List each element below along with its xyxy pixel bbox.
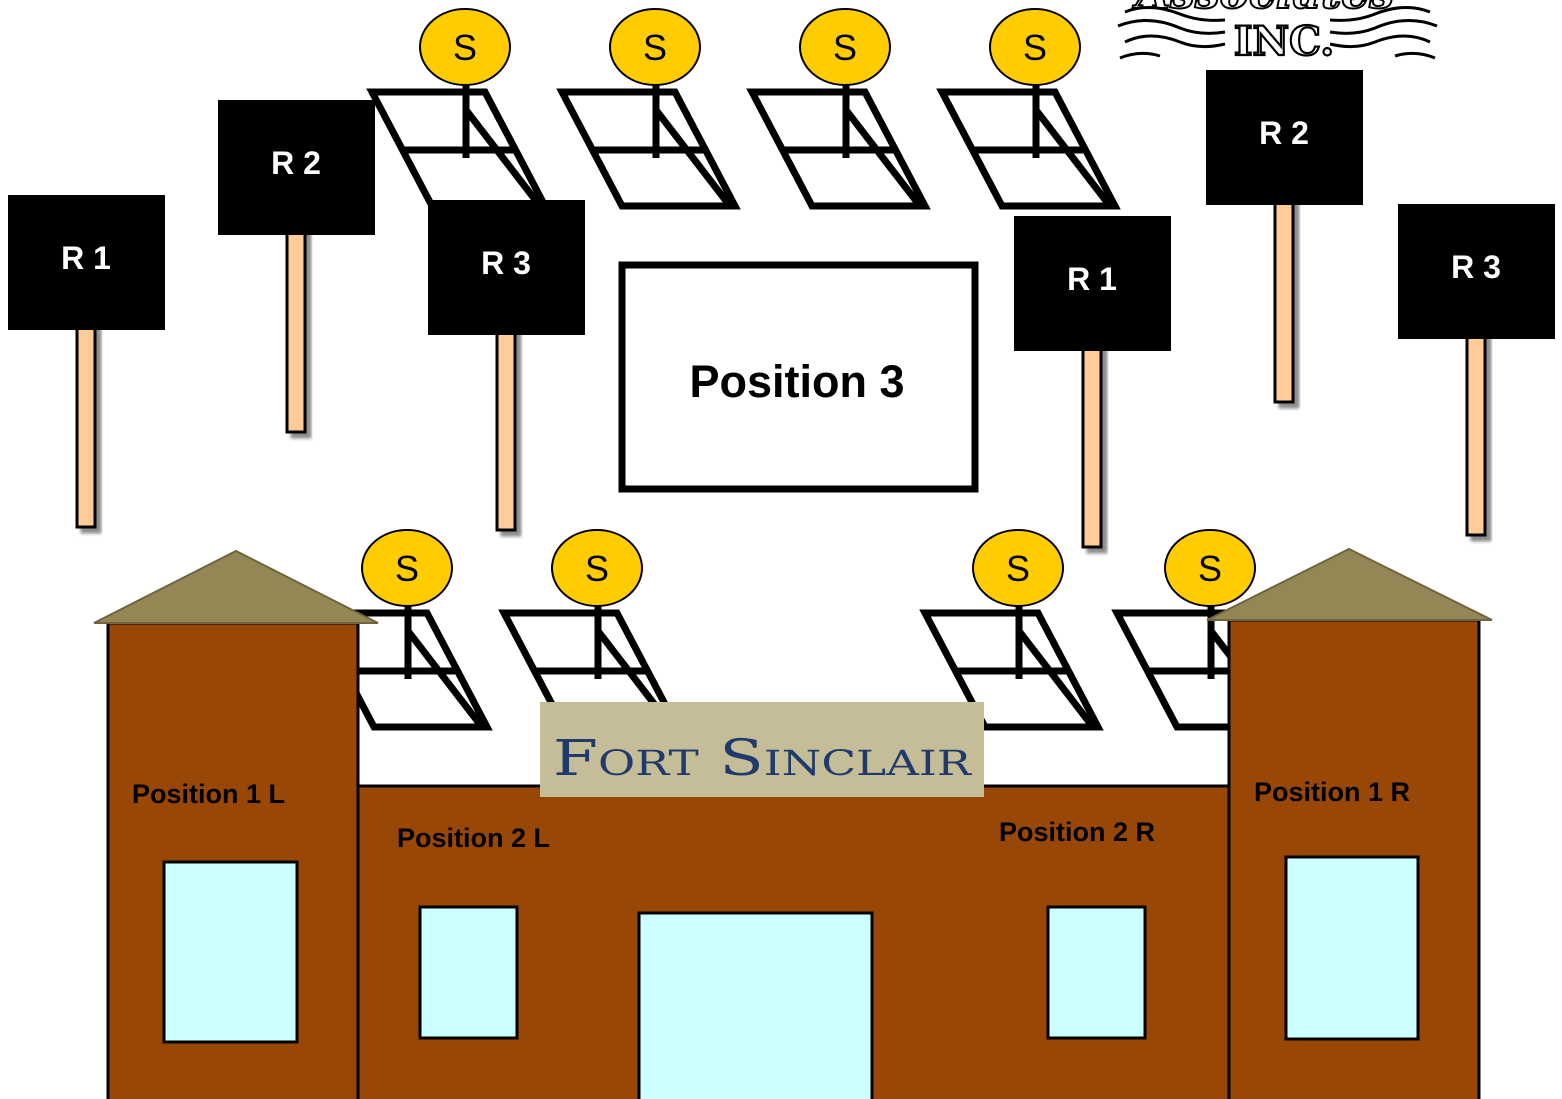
sign-board xyxy=(1206,70,1363,205)
logo-swirl-left-icon xyxy=(1117,6,1226,60)
fort-right-roof xyxy=(1206,547,1493,621)
range-sign-left-3: R 3 xyxy=(428,200,585,532)
sign-pole xyxy=(1273,188,1295,404)
range-sign-left-1: R 1 xyxy=(8,195,165,529)
shooting-stand-top-3: S xyxy=(746,8,931,210)
svg-text:Associates: Associates xyxy=(1132,0,1394,19)
range-sign-right-2: R 2 xyxy=(1206,70,1363,404)
shooter-head-icon xyxy=(799,8,891,86)
logo-swirl-right-icon xyxy=(1329,6,1438,60)
sign-board xyxy=(428,200,585,335)
sign-board xyxy=(1014,216,1171,351)
sign-pole xyxy=(495,318,517,532)
range-signs: R 1 R 2 R 3 R 1 R 2 R 3 xyxy=(8,70,1555,549)
logo-inc-text: INC. xyxy=(1234,18,1334,65)
shooter-label: S xyxy=(1023,27,1047,68)
fort-building: Fort Sinclair Position 1 L Position 2 L … xyxy=(93,547,1493,1099)
shooter-head-icon xyxy=(972,529,1064,607)
position-3-label: Position 3 xyxy=(689,356,904,407)
sign-board xyxy=(218,100,375,235)
shooting-stand-bottom-right-1: S xyxy=(919,529,1104,731)
window-right-tower xyxy=(1284,855,1420,1041)
range-sign-label: R 3 xyxy=(481,245,531,281)
shooting-stand-top-4: S xyxy=(936,8,1121,210)
sign-pole xyxy=(75,313,97,529)
shooter-label: S xyxy=(395,548,419,589)
shooter-head-icon xyxy=(361,529,453,607)
window-left-wall xyxy=(418,905,519,1040)
fort-left-roof xyxy=(93,549,379,624)
range-sign-label: R 1 xyxy=(61,240,111,276)
range-sign-label: R 1 xyxy=(1067,261,1117,297)
position-2-left-label: Position 2 L xyxy=(397,823,550,853)
shooter-head-icon xyxy=(551,529,643,607)
range-sign-label: R 2 xyxy=(1259,115,1309,151)
shooter-head-icon xyxy=(609,8,701,86)
shooting-stand-bottom-left-2: S xyxy=(498,529,683,731)
shooter-label: S xyxy=(453,27,477,68)
window-left-tower xyxy=(162,860,299,1044)
shooter-label: S xyxy=(1198,548,1222,589)
shooter-label: S xyxy=(1006,548,1030,589)
fort-sign-board xyxy=(540,702,984,797)
shooter-head-icon xyxy=(1164,529,1256,607)
shooter-head-icon xyxy=(989,8,1081,86)
range-sign-left-2: R 2 xyxy=(218,100,375,434)
sign-board xyxy=(8,195,165,330)
company-logo: Associates INC. xyxy=(1117,0,1438,66)
sign-pole xyxy=(285,218,307,434)
shooter-label: S xyxy=(833,27,857,68)
sign-board xyxy=(1398,204,1555,339)
position-2-right-label: Position 2 R xyxy=(999,817,1155,847)
shooter-label: S xyxy=(585,548,609,589)
range-sign-label: R 3 xyxy=(1451,249,1501,285)
shooter-label: S xyxy=(643,27,667,68)
window-right-wall xyxy=(1046,905,1147,1040)
range-sign-right-3: R 3 xyxy=(1398,204,1555,537)
position-1-left-label: Position 1 L xyxy=(132,779,285,809)
range-sign-label: R 2 xyxy=(271,145,321,181)
fort-sign-text: Fort Sinclair xyxy=(553,729,973,787)
window-center xyxy=(637,911,874,1099)
shooter-head-icon xyxy=(419,8,511,86)
position-1-right-label: Position 1 R xyxy=(1254,777,1410,807)
range-sign-right-1: R 1 xyxy=(1014,216,1171,549)
position-3-box: Position 3 xyxy=(618,261,979,493)
sign-pole xyxy=(1465,322,1487,537)
shooting-stand-top-2: S xyxy=(556,8,741,210)
sign-pole xyxy=(1081,334,1103,549)
shooting-stand-top-1: S xyxy=(366,8,551,210)
